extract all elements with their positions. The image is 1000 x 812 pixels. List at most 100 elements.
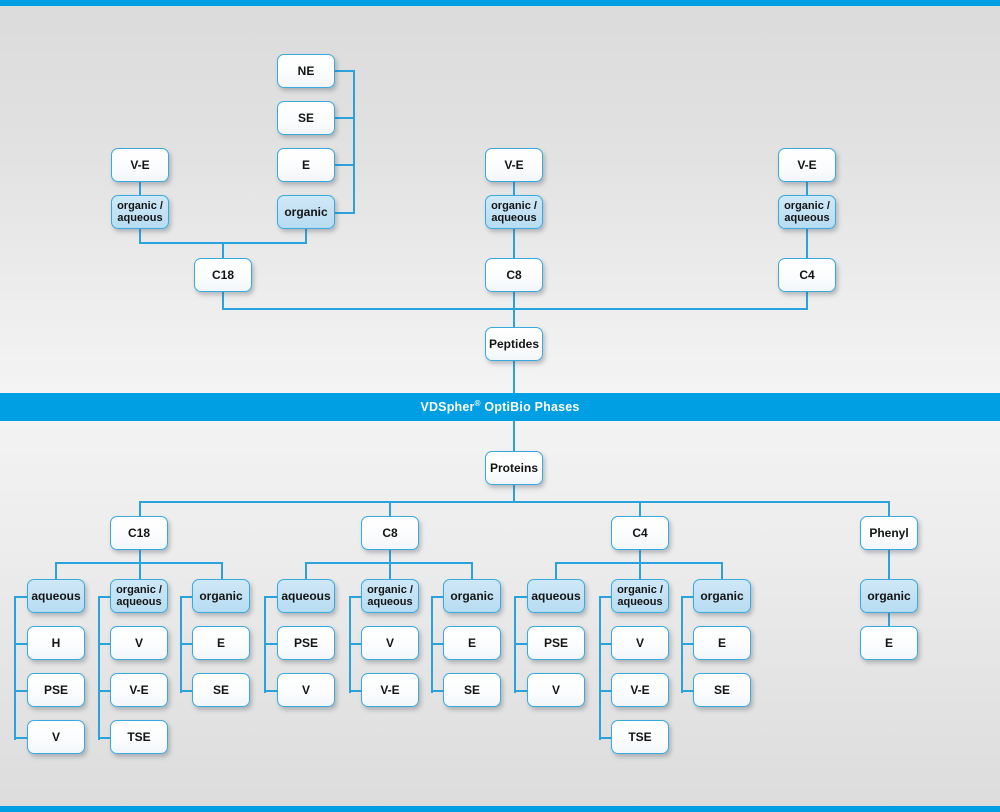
- node-bottom-c4-oa-child-1[interactable]: V: [611, 626, 669, 660]
- node-bottom-c4-stem[interactable]: C4: [611, 516, 669, 550]
- label-line-1: organic /: [116, 583, 162, 596]
- node-bottom-c4-org-child-2[interactable]: SE: [693, 673, 751, 707]
- brand-banner: VDSpher® OptiBio Phases: [0, 393, 1000, 421]
- connector-bus-to-c4: [639, 501, 641, 516]
- node-top-c18-organic[interactable]: organic: [277, 195, 335, 229]
- node-bottom-c8-stem[interactable]: C8: [361, 516, 419, 550]
- label-line-2: aqueous: [117, 212, 163, 224]
- node-proteins[interactable]: Proteins: [485, 451, 543, 485]
- connector-top-c18-e-stub: [335, 164, 355, 166]
- node-bottom-c18-oa-child-2[interactable]: V-E: [110, 673, 168, 707]
- stub-c4-aqueous-1: [514, 643, 529, 645]
- node-bottom-c18-aq-child-1[interactable]: H: [27, 626, 85, 660]
- connector-top-c18-ne-stub: [335, 70, 355, 72]
- node-bottom-c18-aq-child-2[interactable]: PSE: [27, 673, 85, 707]
- connector-proteins-bus: [139, 501, 889, 503]
- connector-c4-mode-bus: [555, 562, 722, 564]
- connector-c4-bus-to-oa: [639, 562, 641, 580]
- node-top-c18-ve[interactable]: V-E: [111, 148, 169, 182]
- label-line-1: organic /: [367, 583, 413, 596]
- node-bottom-c8-aqueous[interactable]: aqueous: [277, 579, 335, 613]
- node-bottom-c8-org-child-1[interactable]: E: [443, 626, 501, 660]
- node-bottom-c4-aq-child-2[interactable]: V: [527, 673, 585, 707]
- label-line-1: organic /: [491, 199, 537, 212]
- connector-top-c4-stem-drop: [806, 292, 808, 309]
- node-top-c8-organic-aqueous[interactable]: organic / aqueous: [485, 195, 543, 229]
- node-bottom-c8-org-child-2[interactable]: SE: [443, 673, 501, 707]
- label-line-1: organic /: [784, 199, 830, 212]
- node-bottom-c18-stem[interactable]: C18: [110, 516, 168, 550]
- node-bottom-phenyl-organic[interactable]: organic: [860, 579, 918, 613]
- node-bottom-phenyl-org-child-1[interactable]: E: [860, 626, 918, 660]
- connector-c18-bus-to-organic: [221, 562, 223, 580]
- node-bottom-c4-organic[interactable]: organic: [693, 579, 751, 613]
- node-bottom-c4-aqueous[interactable]: aqueous: [527, 579, 585, 613]
- node-bottom-c8-oa-child-1[interactable]: V: [361, 626, 419, 660]
- node-bottom-c8-aq-child-2[interactable]: V: [277, 673, 335, 707]
- node-bottom-c4-organic-aqueous[interactable]: organic / aqueous: [611, 579, 669, 613]
- connector-c8-bus-to-aqueous: [305, 562, 307, 580]
- connector-c4-stem-drop: [639, 550, 641, 563]
- label-line-2: aqueous: [367, 596, 413, 608]
- stub-c8-organic-1: [431, 643, 445, 645]
- node-top-c18-organic-aqueous[interactable]: organic / aqueous: [111, 195, 169, 229]
- node-bottom-c18-org-child-1[interactable]: E: [192, 626, 250, 660]
- stub-c4-oa-head: [599, 596, 613, 598]
- spine-c18-oa: [98, 596, 100, 740]
- connector-top-c18-stem-drop: [222, 292, 224, 309]
- node-bottom-c18-aq-child-3[interactable]: V: [27, 720, 85, 754]
- connector-top-c18-organic-drop: [305, 229, 307, 243]
- brand-banner-text: VDSpher® OptiBio Phases: [420, 399, 579, 414]
- connector-top-c18-oa-drop: [139, 229, 141, 243]
- node-bottom-c4-oa-child-3[interactable]: TSE: [611, 720, 669, 754]
- label-line-2: aqueous: [784, 212, 830, 224]
- node-bottom-c18-org-child-2[interactable]: SE: [192, 673, 250, 707]
- node-top-c4-organic-aqueous[interactable]: organic / aqueous: [778, 195, 836, 229]
- connector-top-c4-oa-to-stem: [806, 229, 808, 259]
- stub-c18-oa-head: [98, 596, 112, 598]
- node-top-c8-ve[interactable]: V-E: [485, 148, 543, 182]
- connector-banner-to-proteins: [513, 421, 515, 451]
- node-bottom-phenyl-stem[interactable]: Phenyl: [860, 516, 918, 550]
- stub-c4-organic-2: [681, 690, 695, 692]
- stub-c18-oa-3: [98, 737, 112, 739]
- connector-bus-to-c8: [389, 501, 391, 516]
- stub-c18-aqueous-1: [14, 643, 29, 645]
- node-bottom-c18-oa-child-1[interactable]: V: [110, 626, 168, 660]
- node-bottom-c18-aqueous[interactable]: aqueous: [27, 579, 85, 613]
- node-bottom-c8-aq-child-1[interactable]: PSE: [277, 626, 335, 660]
- label-line-1: organic /: [117, 199, 163, 212]
- connector-c18-mode-bus: [55, 562, 222, 564]
- node-bottom-c4-org-child-1[interactable]: E: [693, 626, 751, 660]
- node-bottom-c18-organic-aqueous[interactable]: organic / aqueous: [110, 579, 168, 613]
- node-top-c18-se[interactable]: SE: [277, 101, 335, 135]
- node-top-c4-ve[interactable]: V-E: [778, 148, 836, 182]
- spine-c4-oa: [599, 596, 601, 740]
- stub-c4-oa-2: [599, 690, 613, 692]
- node-top-c18-ne[interactable]: NE: [277, 54, 335, 88]
- connector-c18-bus-to-aqueous: [55, 562, 57, 580]
- connector-peptides-bus: [222, 308, 808, 310]
- node-bottom-c8-oa-child-2[interactable]: V-E: [361, 673, 419, 707]
- node-bottom-c8-organic[interactable]: organic: [443, 579, 501, 613]
- node-top-c18-stem[interactable]: C18: [194, 258, 252, 292]
- node-peptides[interactable]: Peptides: [485, 327, 543, 361]
- label-line-2: aqueous: [491, 212, 537, 224]
- node-top-c18-e[interactable]: E: [277, 148, 335, 182]
- node-bottom-c4-aq-child-1[interactable]: PSE: [527, 626, 585, 660]
- stub-c8-oa-head: [349, 596, 363, 598]
- node-bottom-c4-oa-child-2[interactable]: V-E: [611, 673, 669, 707]
- stub-c4-aqueous-head: [514, 596, 529, 598]
- node-top-c4-stem[interactable]: C4: [778, 258, 836, 292]
- stub-c8-oa-2: [349, 690, 363, 692]
- node-top-c8-stem[interactable]: C8: [485, 258, 543, 292]
- connector-bus-to-phenyl: [888, 501, 890, 516]
- stub-c8-organic-head: [431, 596, 445, 598]
- label-line-2: aqueous: [617, 596, 663, 608]
- node-bottom-c18-oa-child-3[interactable]: TSE: [110, 720, 168, 754]
- node-bottom-c18-organic[interactable]: organic: [192, 579, 250, 613]
- connector-c4-bus-to-organic: [721, 562, 723, 580]
- brand-name: VDSpher: [420, 400, 475, 415]
- node-bottom-c8-organic-aqueous[interactable]: organic / aqueous: [361, 579, 419, 613]
